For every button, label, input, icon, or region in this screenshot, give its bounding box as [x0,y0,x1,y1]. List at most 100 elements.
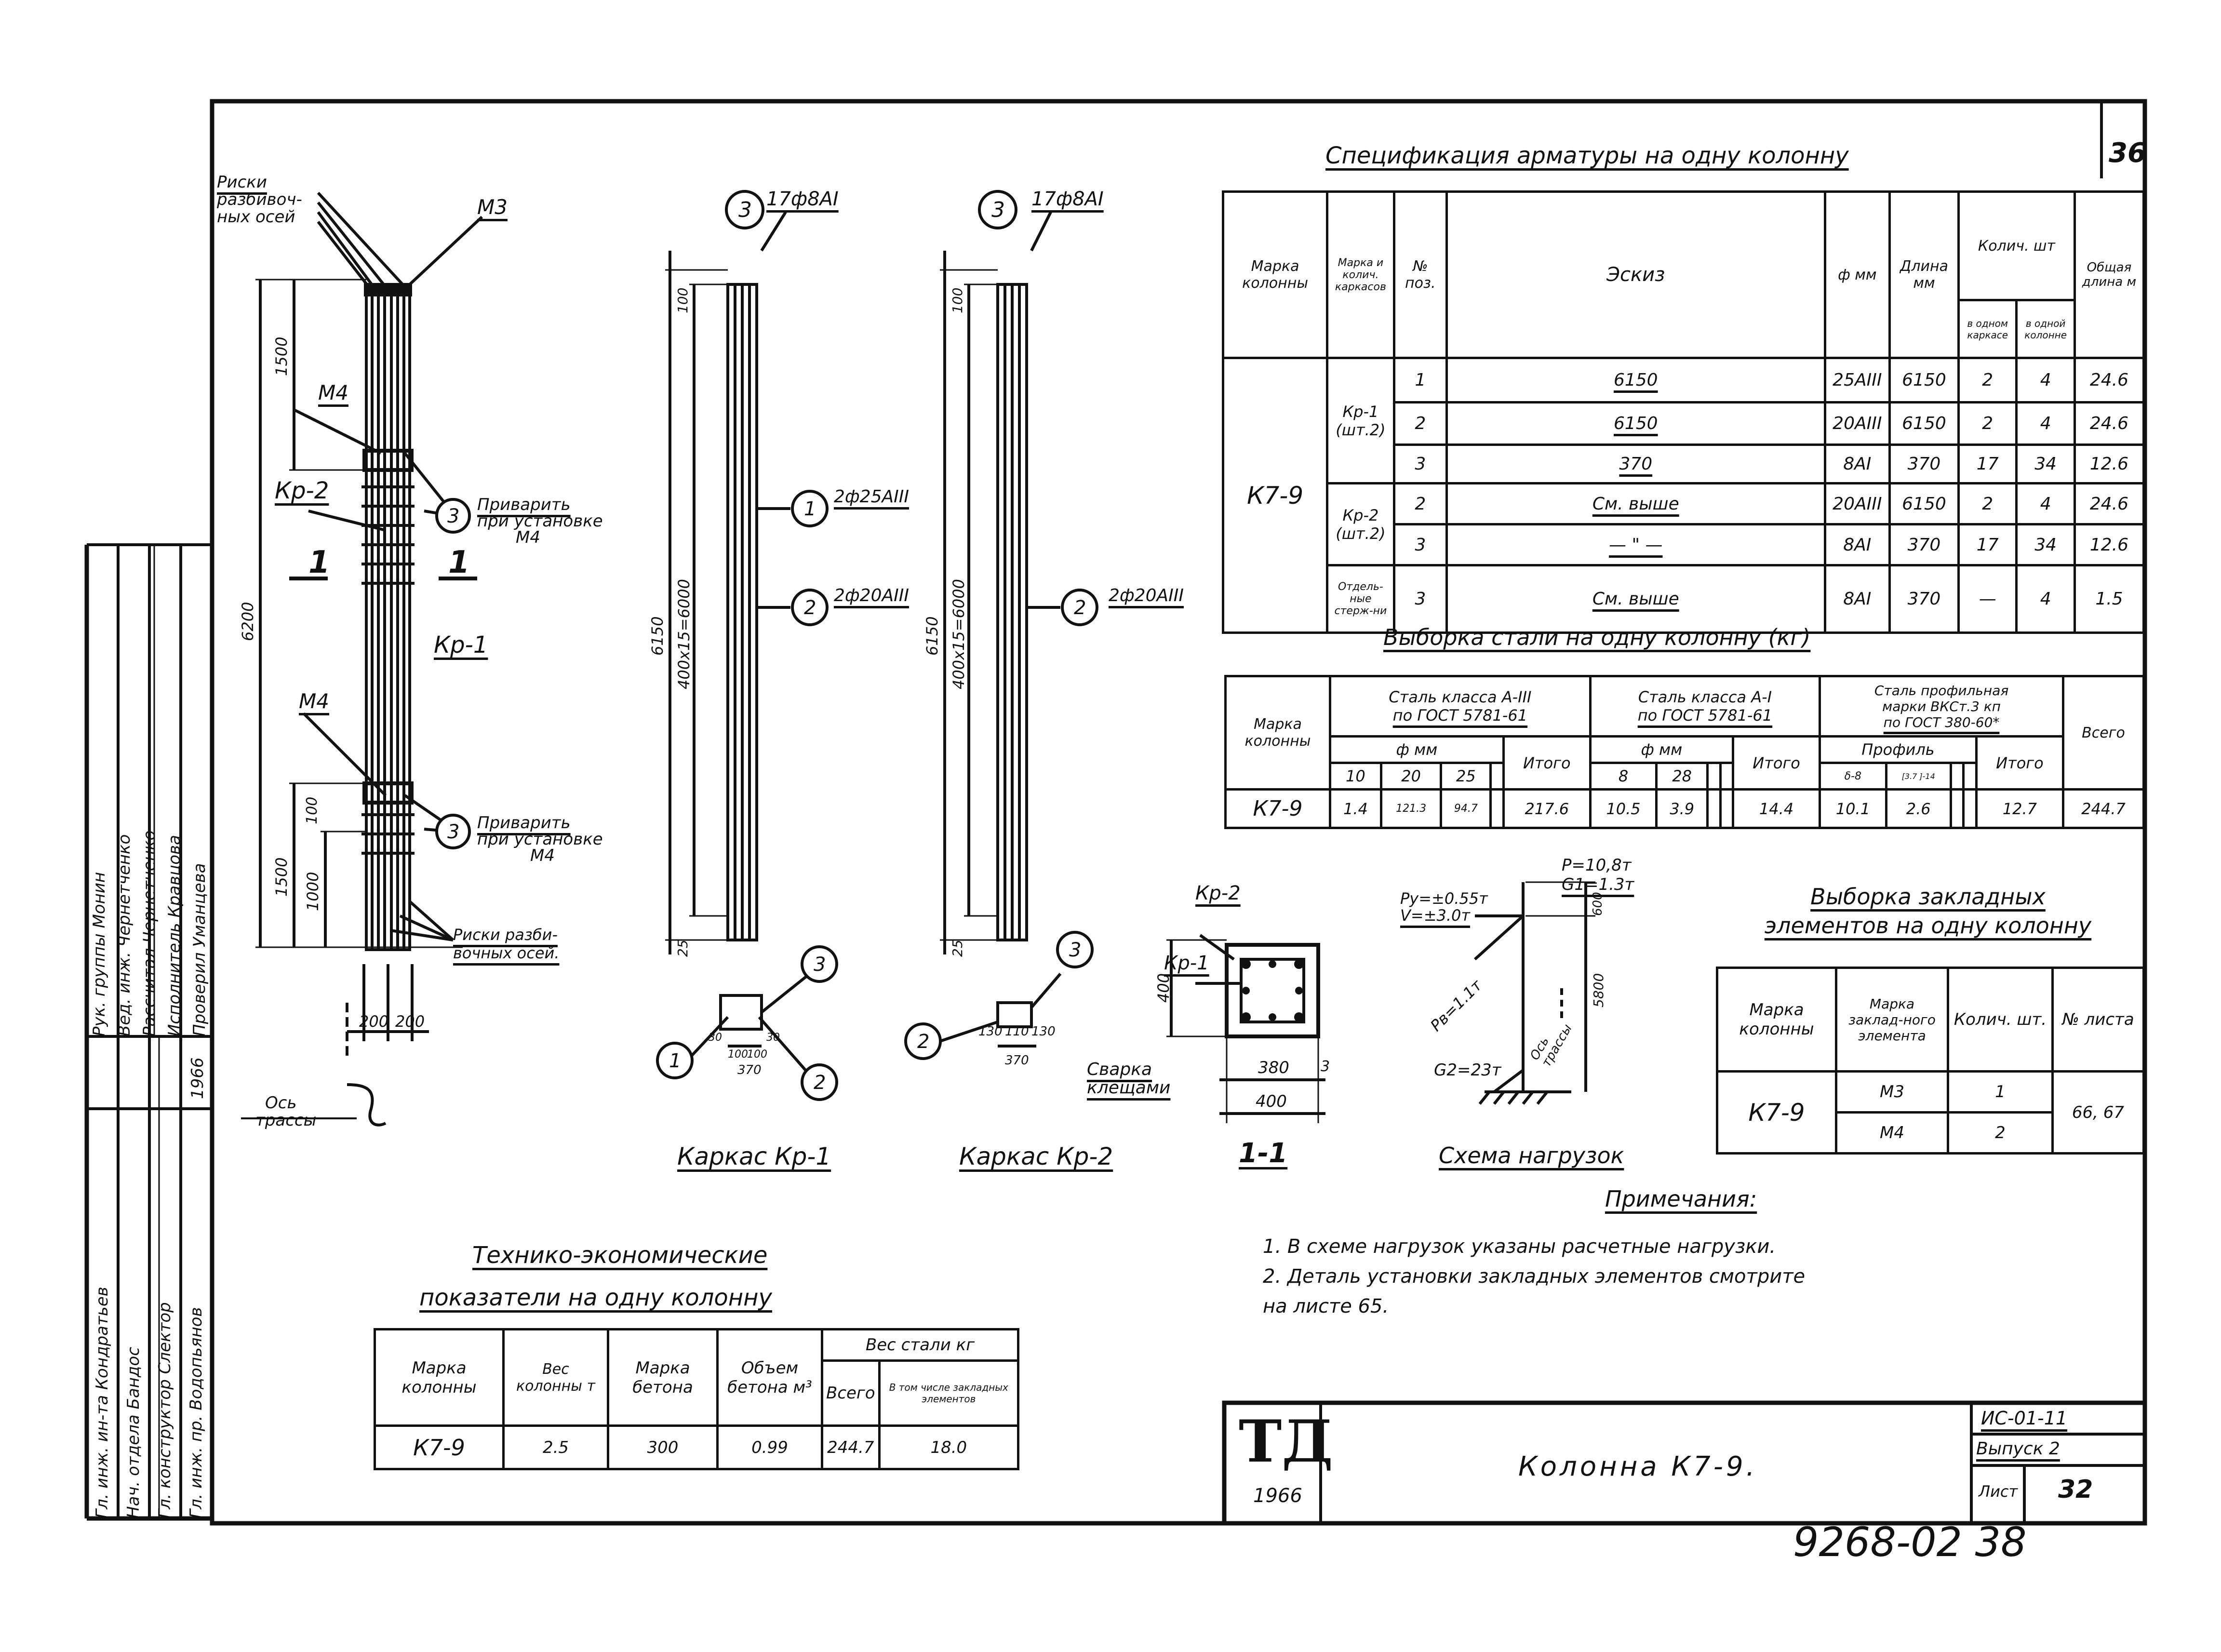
axis-label: Ось трассы [255,1094,316,1129]
kr1-sec-dim: 370 [737,1063,762,1077]
titleblock-sheet-label: Лист [1979,1482,2018,1501]
steel-dia [1706,762,1722,791]
dim-6200: 6200 [239,602,257,641]
steel-dia: 8 [1589,762,1658,791]
spec-column-mark: К7-9 [1221,357,1329,634]
load-py: Py=±0.55т [1400,889,1488,908]
spec-header: Эскиз [1445,190,1826,359]
steel-dia: 28 [1655,762,1709,791]
circle-3-top: 3 [447,505,460,527]
tep-header: Объем бетона м³ [716,1328,823,1427]
dim-1500-bottom: 1500 [272,857,291,897]
kr1-sec-c1: 1 [669,1050,682,1072]
kr2-circle-2: 2 [1074,597,1086,619]
embedded-header: Колич. шт. [1947,967,2054,1073]
section-dim-3: 3 [1321,1058,1330,1075]
steel-cell: 12.7 [1975,788,2065,829]
spec-cell: — [1957,564,2018,634]
spec-table: Марка колонны Марка и колич. каркасов № … [1221,190,2145,634]
steel-cell: 14.4 [1732,788,1821,829]
tep-cell: 18.0 [878,1424,1020,1470]
kr1-dim-25: 25 [675,940,691,957]
riski-line: Риски [217,173,267,192]
steel-dia: 20 [1379,762,1443,791]
kr1-top-bar: 17ф8АI [766,188,839,210]
spec-header: в одном каркасе [1957,299,2018,359]
steel-header: Профиль [1819,735,1978,764]
tab-line: Гл. конструктор Слектор [155,1302,174,1518]
steel-header-a3: Сталь класса А-III по ГОСТ 5781-61 [1329,675,1592,738]
note-item: 1. В схеме нагрузок указаны расчетные на… [1263,1236,1776,1258]
kr1-dim-100: 100 [675,287,691,313]
spec-header: Колич. шт [1957,190,2076,301]
embedded-title-line: Выборка закладных [1810,884,2046,910]
spec-cell: 370 [1888,523,1960,566]
kr1-circle-3: 3 [738,198,752,222]
td-logo: ТД [1239,1408,1333,1476]
axis-line: трассы [255,1111,317,1130]
embedded-header: Марка колонны [1716,967,1837,1073]
spec-cell: 8АI [1823,564,1891,634]
spec-cell: 370 [1445,443,1826,484]
steel-title: Выборка стали на одну колонну (кг) [1383,624,1811,650]
titleblock-name: Колонна К7-9. [1518,1451,1758,1482]
spec-header: Длина мм [1888,190,1960,359]
tep-cell: 0.99 [716,1424,823,1470]
tab-line: Нач. отдела Бандос [124,1347,143,1518]
kr1-bar1: 2ф25АIII [834,487,909,507]
riski-line: вочных осей. [453,944,560,962]
tab-line: Гл. инж. пр. Водопьянов [187,1307,206,1518]
spec-group: Отдель-ные стерж-ни [1326,564,1395,634]
steel-dia [1719,762,1735,791]
spec-cell: 1.5 [2073,564,2145,634]
titleblock-issue: Выпуск 2 [1976,1439,2060,1459]
kr2-dim-6150: 6150 [923,616,941,656]
spec-cell: 20АIII [1823,482,1891,525]
spec-cell: 12.6 [2073,523,2145,566]
kr2-dim-pitch: 400x15=6000 [950,579,968,689]
dim-1500-top: 1500 [272,336,291,376]
kr2-circle-3: 3 [991,198,1005,222]
embedded-cell: 2 [1947,1111,2054,1155]
weld-line: при установке [477,830,603,849]
td-logo-year: 1966 [1253,1485,1302,1507]
tab-line: Рассчитал Чернетченко [140,830,159,1036]
steel-cell: 1.4 [1329,788,1382,829]
spec-cell: 2 [1957,401,2018,446]
steel-header: ф мм [1589,735,1735,764]
dim-200-a: 200 [359,1012,389,1031]
spec-cell: 24.6 [2073,401,2145,446]
tep-header: Вес колонны т [502,1328,609,1427]
spec-header: Общая длина м [2073,190,2145,359]
kr1-sec-dim: 100 [747,1048,767,1061]
steel-cell [1489,788,1505,829]
spec-cell: 6150 [1445,357,1826,403]
spec-header: в одной колонне [2015,299,2076,359]
spec-cell: 2 [1392,482,1448,525]
weld-line: при установке [477,511,603,531]
weld-line: М4 [530,846,555,865]
steel-cell [1706,788,1722,829]
load-v: V=±3.0т [1400,906,1471,925]
spec-cell: 4 [2015,401,2076,446]
m4-top-label: М4 [318,381,348,404]
spec-cell: 17 [1957,523,2018,566]
spec-cell: 8АI [1823,443,1891,484]
tab-line: Вед. инж. Чернетченко [115,834,134,1036]
spec-cell: 6150 [1888,357,1960,403]
spec-cell: См. выше [1445,482,1826,525]
steel-cell [1949,788,1965,829]
steel-dia: δ-8 [1819,762,1887,791]
spec-cell: 17 [1957,443,2018,484]
tep-title-line: Технико-экономические [472,1242,768,1269]
left-signature-tab: Гл. инж. ин-та Кондратьев Нач. отдела Ба… [87,1036,212,1518]
embedded-table: Марка колонны Марка заклад-ного элемента… [1716,967,2145,1155]
spec-cell: 6150 [1888,401,1960,446]
notes-title: Примечания: [1605,1186,1757,1212]
section-title: 1-1 [1239,1138,1288,1169]
weld-line: М4 [516,528,540,547]
steel-dia [1949,762,1965,791]
titleblock-code: ИС-01-11 [1981,1408,2068,1429]
steel-header: ф мм [1329,735,1505,764]
spec-cell: 2 [1957,482,2018,525]
